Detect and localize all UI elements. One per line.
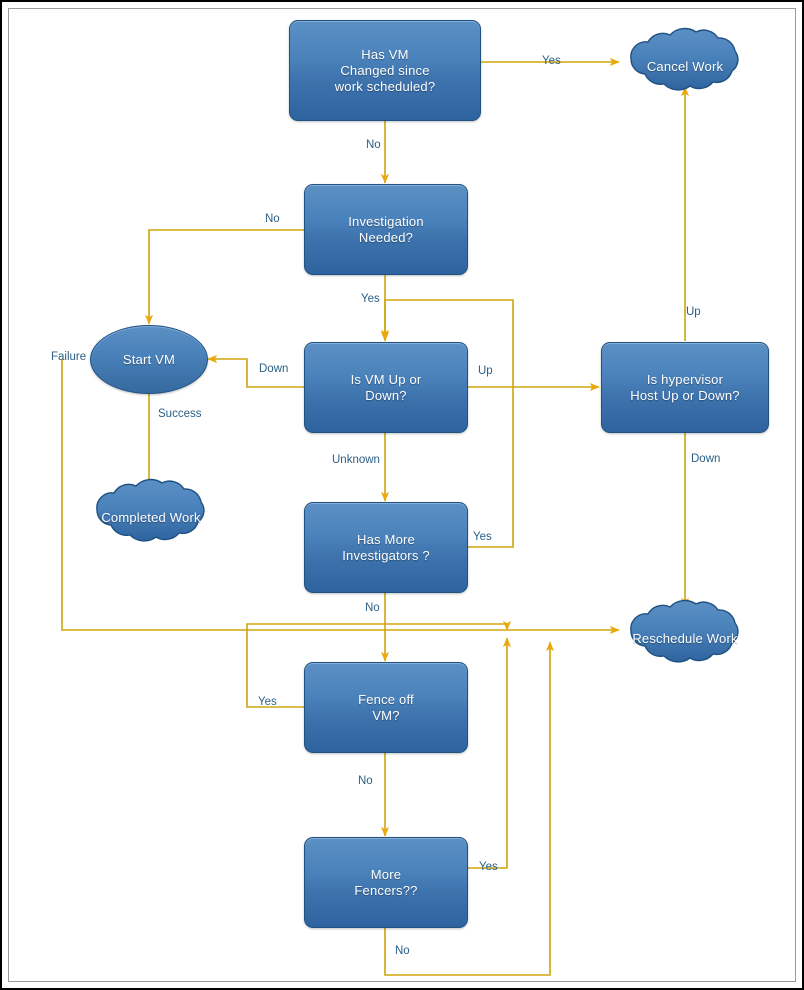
node-start-vm[interactable]: Start VM <box>90 325 208 394</box>
edge-label-changed-no: No <box>366 139 381 151</box>
node-investigation-needed[interactable]: Investigation Needed? <box>304 184 468 275</box>
edge-label-investigation-no: No <box>265 213 280 225</box>
node-label: Has More Investigators ? <box>342 531 430 563</box>
node-has-more-investigators[interactable]: Has More Investigators ? <box>304 502 468 593</box>
edge-label-investigators-no: No <box>365 602 380 614</box>
cloud-cancel-work <box>630 27 739 91</box>
edge-label-startvm-failure: Failure <box>51 351 87 363</box>
edge-label-host-up: Up <box>686 306 701 318</box>
edge-label-fencers-no: No <box>395 945 410 957</box>
node-label: Reschedule Work <box>632 630 738 646</box>
edge-label-vm-down: Down <box>259 363 289 375</box>
edge-label-fence-no: No <box>358 775 373 787</box>
cloud-reschedule-work <box>630 599 739 663</box>
edge-label-vm-up: Up <box>478 365 493 377</box>
edge-label-host-down: Down <box>691 453 721 465</box>
edge-label-startvm-success: Success <box>158 408 202 420</box>
edge-label-investigators-yes: Yes <box>473 531 492 543</box>
node-completed-work[interactable]: Completed Work <box>85 486 217 548</box>
node-label: Completed Work <box>101 509 201 525</box>
node-label: Investigation Needed? <box>348 213 424 245</box>
edge-investigators-yes <box>380 299 514 548</box>
edge-fence-yes <box>246 620 512 708</box>
edge-label-investigation-yes: Yes <box>361 293 380 305</box>
node-more-fencers[interactable]: More Fencers?? <box>304 837 468 928</box>
node-label: Has VM Changed since work scheduled? <box>334 46 436 94</box>
edge-label-changed-yes: Yes <box>542 55 561 67</box>
edge-fencers-yes <box>468 637 512 869</box>
edge-vm-down <box>207 354 304 388</box>
edge-fencers-no <box>384 641 555 976</box>
edge-label-vm-unknown: Unknown <box>332 454 380 466</box>
node-fence-off-vm[interactable]: Fence off VM? <box>304 662 468 753</box>
node-label: Is VM Up or Down? <box>350 371 422 403</box>
node-label: Is hypervisor Host Up or Down? <box>630 371 740 403</box>
cloud-shapes <box>96 27 739 663</box>
cloud-completed-work <box>96 478 205 542</box>
node-has-vm-changed[interactable]: Has VM Changed since work scheduled? <box>289 20 481 121</box>
node-label: Fence off VM? <box>358 691 414 723</box>
node-cancel-work[interactable]: Cancel Work <box>619 35 751 97</box>
node-is-vm-up-or-down[interactable]: Is VM Up or Down? <box>304 342 468 433</box>
node-label: Start VM <box>122 351 176 367</box>
node-label: More Fencers?? <box>354 866 418 898</box>
node-reschedule-work[interactable]: Reschedule Work <box>619 607 751 669</box>
edge-label-fence-yes: Yes <box>258 696 277 708</box>
node-label: Cancel Work <box>646 58 724 74</box>
edge-label-fencers-yes: Yes <box>479 861 498 873</box>
edge-investigation-no <box>144 229 304 325</box>
node-is-hypervisor-host-up-or-down[interactable]: Is hypervisor Host Up or Down? <box>601 342 769 433</box>
edge-startvm-failure <box>61 359 620 635</box>
